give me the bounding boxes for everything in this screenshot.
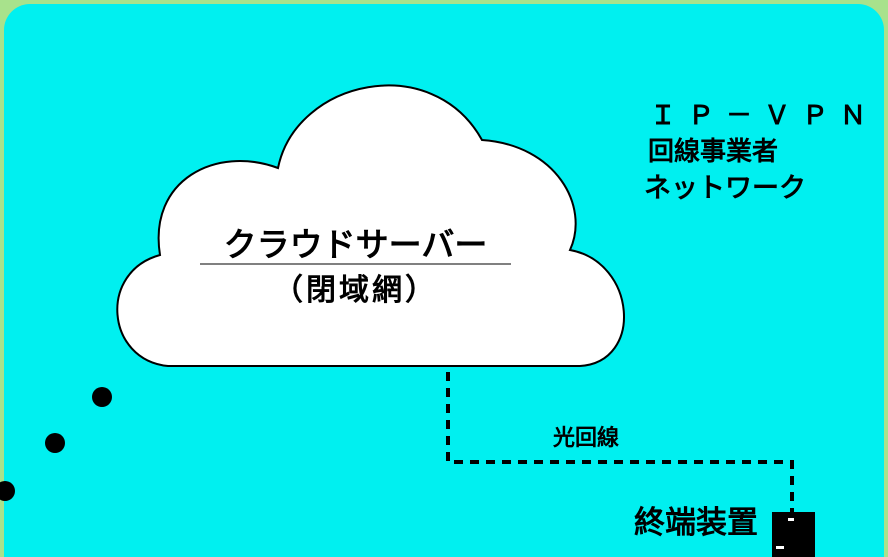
terminal-device-label: 終端装置 [634,505,758,541]
fiber-line-label: 光回線 [553,426,620,451]
fiber-line [446,372,794,512]
cloud-server-subtitle: （閉域網） [273,273,438,308]
cloud-shape [116,84,625,367]
network-label-carrier: 回線事業者 [648,137,779,167]
bubble-dot-medium [45,433,65,453]
cloud-server-title: クラウドサーバー [223,225,488,264]
network-label-network: ネットワーク [644,173,806,204]
bubble-dot-small [0,481,15,501]
bubble-dot-large [92,387,112,407]
network-label-ipvpn: ＩＰ－ＶＰＮ [650,101,879,131]
terminal-device-icon [772,512,815,557]
